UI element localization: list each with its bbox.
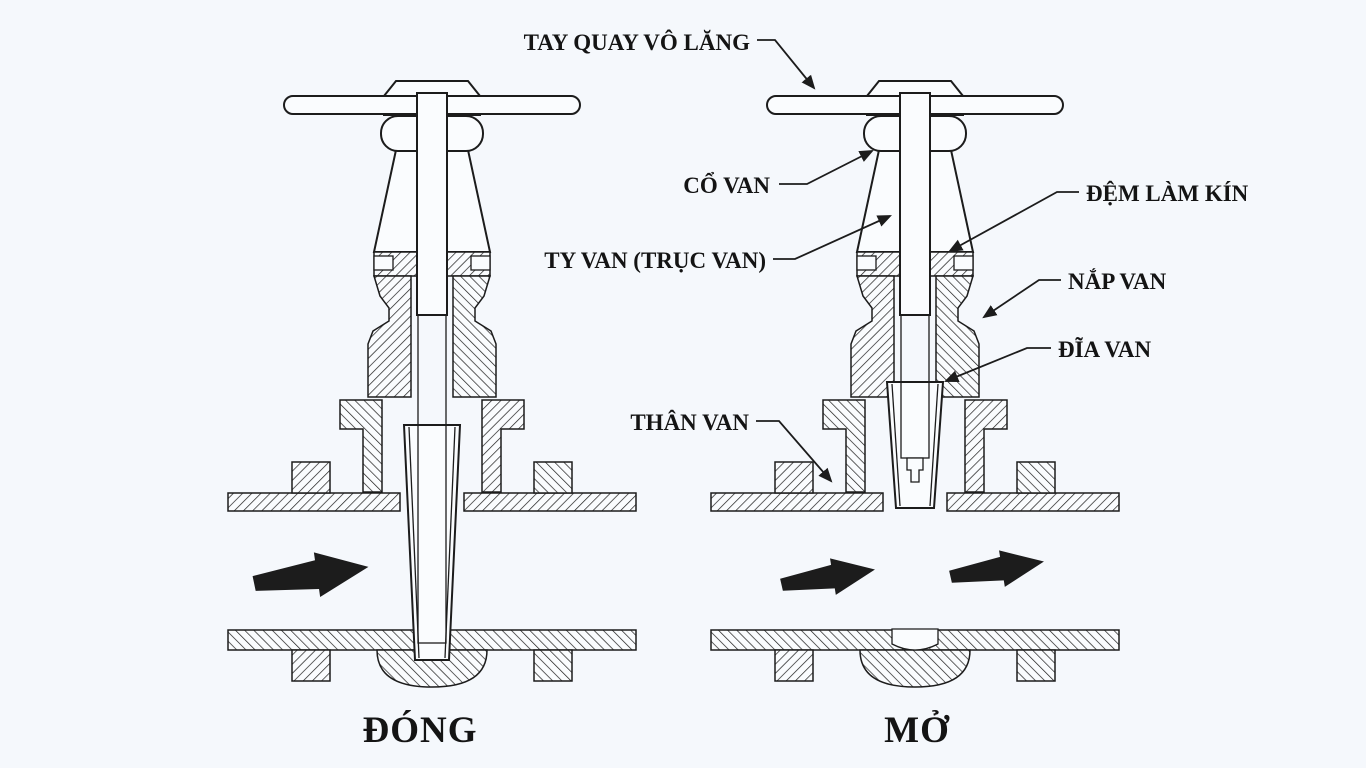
- leader-disc: [943, 347, 1051, 382]
- leader-stem: [773, 215, 892, 260]
- gate-disc-closed: [402, 424, 462, 661]
- gate-wall-line-right: [444, 426, 456, 659]
- flow-arrow-open-2: [947, 543, 1047, 596]
- open-valve-figure: [710, 80, 1120, 688]
- label-disc: ĐĨA VAN: [1058, 337, 1151, 362]
- stem-tip: [906, 457, 924, 483]
- closed-valve-figure: [227, 80, 637, 688]
- label-bonnet: NẮP VAN: [1068, 268, 1167, 294]
- caption-closed: ĐÓNG: [363, 709, 478, 751]
- label-handwheel: TAY QUAY VÔ LĂNG: [524, 29, 751, 55]
- leader-packing: [948, 191, 1079, 253]
- stem-shaft: [899, 92, 931, 316]
- leader-body: [756, 420, 833, 483]
- stem-shaft: [416, 92, 448, 316]
- leader-neck: [779, 150, 874, 185]
- seat-recess: [891, 628, 939, 651]
- label-packing: ĐỆM LÀM KÍN: [1086, 181, 1249, 206]
- leader-handwheel: [757, 39, 816, 90]
- gate-wall-line-right: [929, 383, 939, 507]
- label-body: THÂN VAN: [630, 409, 749, 435]
- gate-wall-line-left: [408, 426, 420, 659]
- gate-wall-line-left: [891, 383, 901, 507]
- label-neck: CỔ VAN: [683, 172, 770, 198]
- caption-open: MỞ: [884, 709, 950, 751]
- leader-bonnet: [982, 279, 1061, 319]
- flow-arrow-open-1: [778, 551, 878, 604]
- label-stem: TY VAN (TRỤC VAN): [544, 248, 766, 273]
- flow-arrow-closed: [250, 545, 372, 606]
